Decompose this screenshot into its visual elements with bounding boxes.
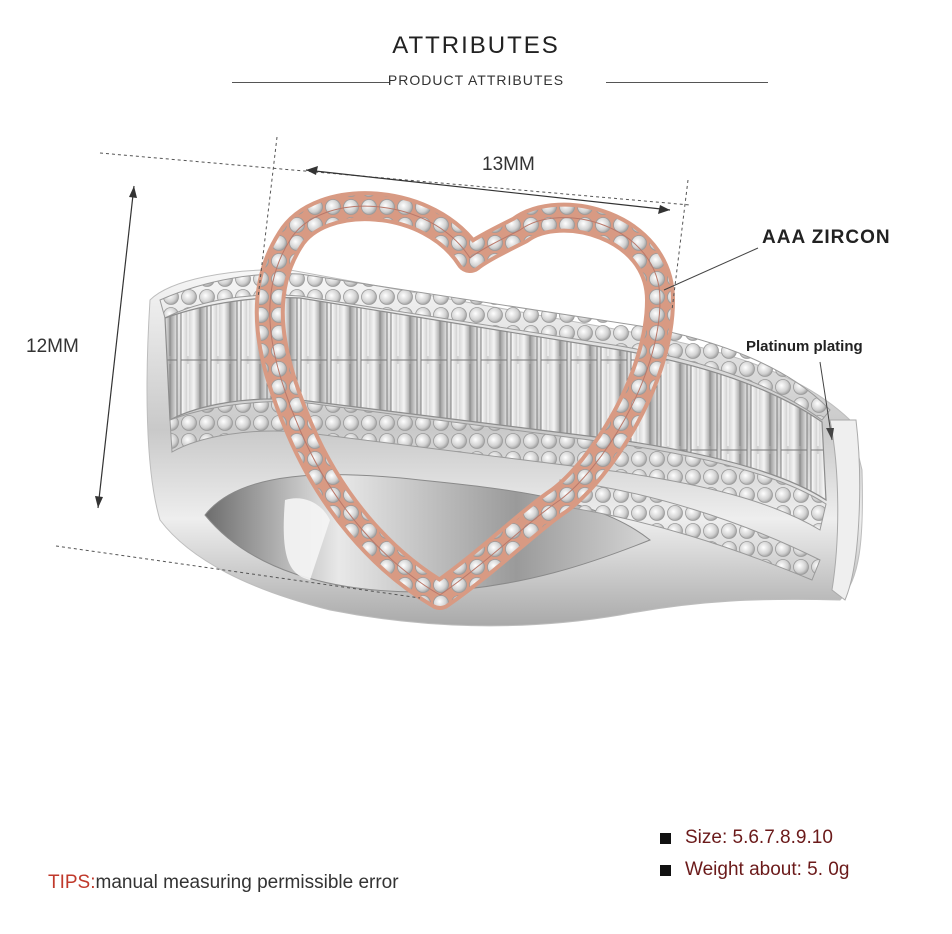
square-bullet-icon — [660, 864, 671, 876]
subtitle-left-rule — [232, 82, 390, 83]
zircon-callout: AAA ZIRCON — [762, 227, 891, 248]
height-dimension-label: 12MM — [26, 336, 79, 357]
page-title: ATTRIBUTES — [392, 32, 560, 59]
weight-spec: Weight about: 5. 0g — [685, 859, 850, 880]
subtitle-right-rule — [606, 82, 768, 83]
tips-key: TIPS: — [48, 872, 96, 893]
spec-list: Size: 5.6.7.8.9.10 Weight about: 5. 0g — [660, 822, 849, 886]
tips-note: TIPS:manual measuring permissible error — [48, 872, 399, 894]
tips-text: manual measuring permissible error — [95, 872, 399, 893]
spec-row-weight: Weight about: 5. 0g — [660, 854, 849, 886]
width-dimension-label: 13MM — [482, 154, 535, 175]
spec-row-size: Size: 5.6.7.8.9.10 — [660, 822, 849, 854]
size-spec: Size: 5.6.7.8.9.10 — [685, 827, 833, 848]
plating-callout: Platinum plating — [746, 338, 863, 355]
subtitle-bar: PRODUCT ATTRIBUTES — [0, 72, 952, 96]
page-subtitle: PRODUCT ATTRIBUTES — [387, 72, 565, 88]
square-bullet-icon — [660, 832, 671, 844]
